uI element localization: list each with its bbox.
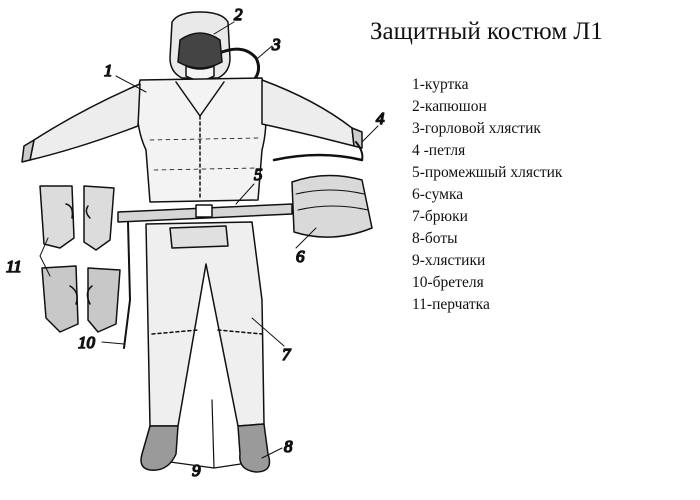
hood bbox=[170, 12, 230, 80]
legend-item: 9-хлястики bbox=[412, 250, 562, 272]
trousers bbox=[146, 222, 264, 426]
glove-upper-right bbox=[84, 186, 114, 250]
belt bbox=[118, 204, 292, 222]
callout-11: 11 bbox=[6, 257, 22, 276]
glove-lower-right bbox=[87, 268, 120, 332]
legend-item: 1-куртка bbox=[412, 74, 562, 96]
legend-item: 8-боты bbox=[412, 228, 562, 250]
callout-8: 8 bbox=[284, 437, 293, 456]
glove-lower-left bbox=[42, 266, 78, 332]
boot-left bbox=[141, 426, 178, 470]
legend-item: 7-брюки bbox=[412, 206, 562, 228]
legend-list: 1-куртка 2-капюшон 3-горловой хлястик 4 … bbox=[412, 74, 562, 316]
legend-item: 3-горловой хлястик bbox=[412, 118, 562, 140]
callout-3: 3 bbox=[271, 35, 281, 54]
legend-item: 11-перчатка bbox=[412, 294, 562, 316]
callout-9: 9 bbox=[192, 461, 201, 480]
callout-5: 5 bbox=[254, 165, 263, 184]
bag bbox=[274, 155, 372, 237]
callout-1: 1 bbox=[104, 61, 113, 80]
legend-item: 5-промежшый хлястик bbox=[412, 162, 562, 184]
glove-upper-left bbox=[40, 186, 74, 248]
callout-10: 10 bbox=[78, 333, 96, 352]
callout-7: 7 bbox=[282, 345, 292, 364]
boot-right bbox=[238, 424, 270, 472]
callout-2: 2 bbox=[234, 5, 243, 24]
legend-item: 6-сумка bbox=[412, 184, 562, 206]
suspender-strap bbox=[124, 222, 130, 348]
diagram-title: Защитный костюм Л1 bbox=[370, 18, 603, 46]
right-sleeve bbox=[262, 80, 354, 146]
legend-item: 4 -петля bbox=[412, 140, 562, 162]
left-sleeve bbox=[30, 84, 140, 160]
legend-item: 10-бретеля bbox=[412, 272, 562, 294]
callout-6: 6 bbox=[296, 247, 305, 266]
legend-item: 2-капюшон bbox=[412, 96, 562, 118]
callout-4: 4 bbox=[376, 109, 385, 128]
jacket bbox=[137, 78, 266, 202]
